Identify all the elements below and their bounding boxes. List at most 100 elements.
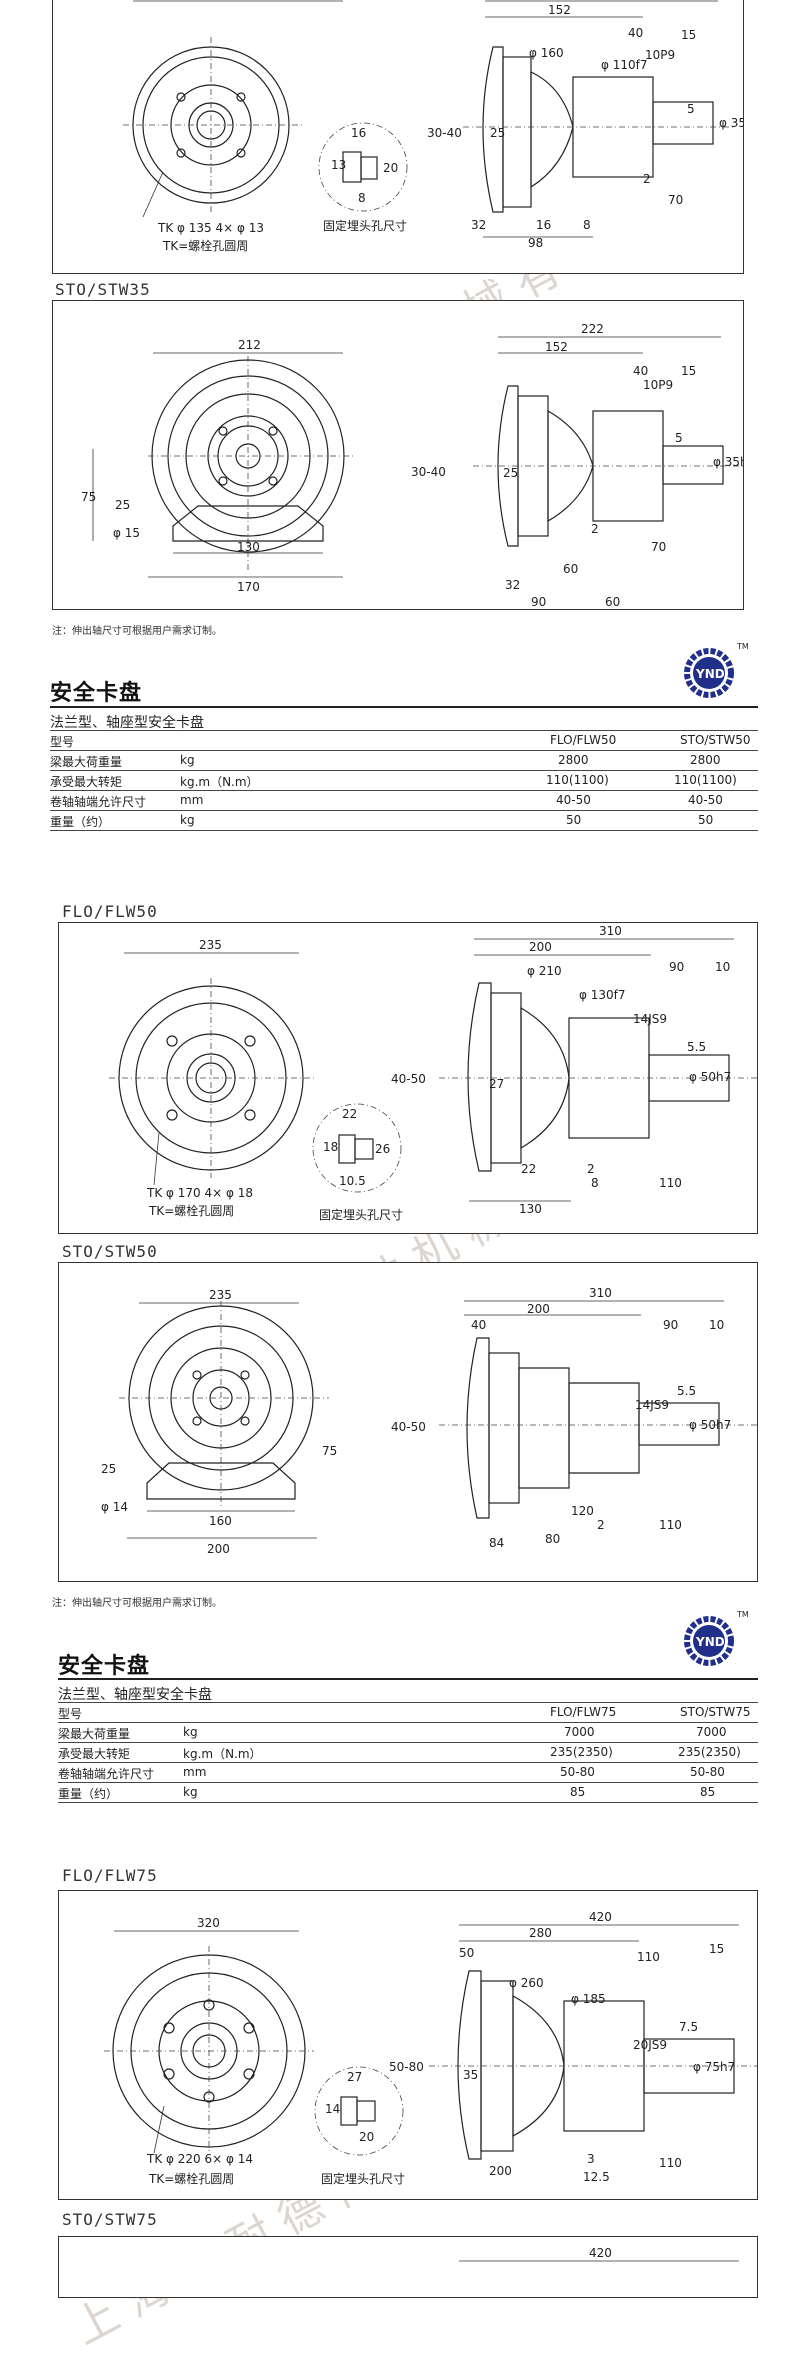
svg-text:φ 260: φ 260 — [509, 1976, 544, 1990]
svg-text:3: 3 — [587, 2152, 595, 2166]
svg-text:8: 8 — [591, 1176, 599, 1190]
spec-header-row: 型号 FLO/FLW75 STO/STW75 — [58, 1702, 758, 1723]
svg-text:110: 110 — [659, 1518, 682, 1532]
spec-header-row: 型号 FLO/FLW50 STO/STW50 — [50, 730, 758, 751]
svg-text:75: 75 — [81, 490, 96, 504]
ynd-logo: YND — [684, 1616, 734, 1666]
svg-text:50: 50 — [459, 1946, 474, 1960]
svg-text:70: 70 — [651, 540, 666, 554]
svg-text:10: 10 — [715, 960, 730, 974]
svg-text:50-80: 50-80 — [389, 2060, 424, 2074]
svg-text:75: 75 — [322, 1444, 337, 1458]
svg-text:110: 110 — [659, 1176, 682, 1190]
svg-text:2: 2 — [591, 522, 599, 536]
svg-text:120: 120 — [571, 1504, 594, 1518]
svg-text:320: 320 — [197, 1916, 220, 1930]
svg-text:152: 152 — [548, 3, 571, 17]
svg-text:20JS9: 20JS9 — [633, 2038, 667, 2052]
svg-text:235: 235 — [199, 938, 222, 952]
note: 注：伸出轴尺寸可根据用户需求订制。 — [52, 1598, 222, 1609]
section-rule — [50, 706, 758, 708]
col-flo: FLO/FLW50 — [550, 733, 617, 747]
svg-text:YND: YND — [695, 1635, 725, 1649]
section-title: 安全卡盘 — [58, 1654, 151, 1679]
svg-text:φ 15: φ 15 — [113, 526, 140, 540]
svg-text:98: 98 — [528, 236, 543, 250]
svg-text:16: 16 — [536, 218, 551, 232]
svg-text:25: 25 — [490, 126, 505, 140]
svg-text:40: 40 — [633, 364, 648, 378]
svg-text:φ 210: φ 210 — [527, 964, 562, 978]
svg-text:160: 160 — [209, 1514, 232, 1528]
svg-text:152: 152 — [545, 340, 568, 354]
svg-text:15: 15 — [709, 1942, 724, 1956]
svg-text:40-50: 40-50 — [391, 1420, 426, 1434]
svg-text:5: 5 — [675, 431, 683, 445]
svg-text:30-40: 30-40 — [411, 465, 446, 479]
svg-text:TK φ 170 4× φ 18: TK φ 170 4× φ 18 — [146, 1186, 253, 1200]
svg-text:32: 32 — [505, 578, 520, 592]
svg-text:110: 110 — [637, 1950, 660, 1964]
svg-text:200: 200 — [207, 1542, 230, 1556]
section-rule — [58, 1678, 758, 1680]
svg-text:35: 35 — [463, 2068, 478, 2082]
section-subtitle: 法兰型、轴座型安全卡盘 — [50, 715, 204, 731]
svg-text:25: 25 — [101, 1462, 116, 1476]
tk-label: TK φ 135 4× φ 13 — [157, 221, 264, 235]
svg-text:φ 35h7: φ 35h7 — [719, 116, 743, 130]
svg-text:130: 130 — [519, 1202, 542, 1216]
section-subtitle: 法兰型、轴座型安全卡盘 — [58, 1687, 212, 1703]
svg-text:5.5: 5.5 — [687, 1040, 706, 1054]
svg-text:22: 22 — [342, 1107, 357, 1121]
svg-text:10P9: 10P9 — [645, 48, 675, 62]
svg-text:TK=螺栓孔圆周: TK=螺栓孔圆周 — [148, 2171, 234, 2186]
svg-text:420: 420 — [589, 2246, 612, 2260]
svg-text:13: 13 — [331, 158, 346, 172]
svg-text:60: 60 — [563, 562, 578, 576]
svg-text:110: 110 — [659, 2156, 682, 2170]
svg-text:8: 8 — [358, 191, 366, 205]
svg-text:310: 310 — [589, 1286, 612, 1300]
svg-text:15: 15 — [681, 28, 696, 42]
svg-text:14JS9: 14JS9 — [633, 1012, 667, 1026]
svg-text:7.5: 7.5 — [679, 2020, 698, 2034]
svg-text:10.5: 10.5 — [339, 1174, 366, 1188]
ynd-logo: YND — [684, 648, 734, 698]
svg-text:φ 50h7: φ 50h7 — [689, 1070, 731, 1084]
svg-text:84: 84 — [489, 1536, 504, 1550]
svg-text:200: 200 — [527, 1302, 550, 1316]
svg-text:40: 40 — [628, 26, 643, 40]
svg-text:20: 20 — [383, 161, 398, 175]
svg-text:200: 200 — [489, 2164, 512, 2178]
svg-text:90: 90 — [531, 595, 546, 609]
svg-text:φ 50h7: φ 50h7 — [689, 1418, 731, 1432]
drawing-sto-stw75: 420 — [58, 2236, 758, 2298]
svg-text:25: 25 — [115, 498, 130, 512]
svg-text:32: 32 — [471, 218, 486, 232]
svg-text:5: 5 — [687, 102, 695, 116]
section-title: 安全卡盘 — [50, 681, 143, 706]
svg-text:20: 20 — [359, 2130, 374, 2144]
svg-text:60: 60 — [605, 595, 620, 609]
svg-text:14: 14 — [325, 2102, 340, 2116]
svg-text:TK=螺栓孔圆周: TK=螺栓孔圆周 — [148, 1203, 234, 1218]
svg-text:90: 90 — [669, 960, 684, 974]
tm-mark: TM — [737, 1610, 749, 1619]
col-model: 型号 — [50, 735, 75, 749]
svg-text:15: 15 — [681, 364, 696, 378]
svg-text:固定埋头孔尺寸: 固定埋头孔尺寸 — [321, 2171, 405, 2186]
tk-note: TK=螺栓孔圆周 — [162, 238, 248, 253]
svg-text:26: 26 — [375, 1142, 390, 1156]
svg-text:16: 16 — [351, 126, 366, 140]
